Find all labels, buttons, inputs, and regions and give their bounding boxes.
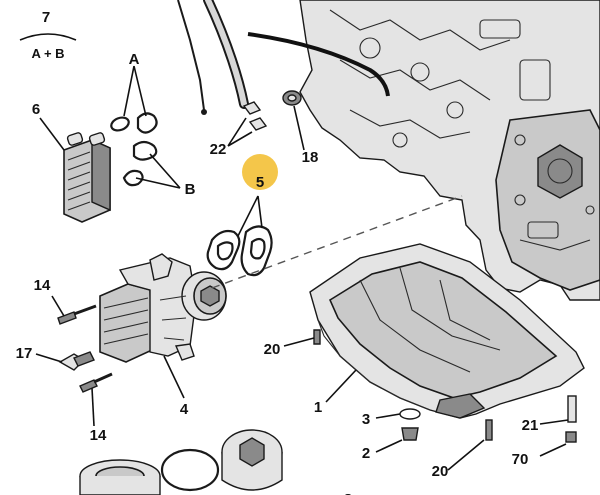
oil-pan <box>309 243 585 419</box>
filter-o-ring <box>160 448 220 492</box>
kit-formula-label: A + B <box>31 46 64 61</box>
pan-bolt-right-label: 70 <box>512 451 529 468</box>
highlighted-part-label: 5 <box>256 174 264 191</box>
oil-filter-cartridge <box>79 459 161 495</box>
plug-top-label: 18 <box>302 149 319 166</box>
washer-label: 3 <box>362 411 370 428</box>
alignment-line <box>211 195 463 289</box>
bottom-partial-label: 8 <box>344 491 352 495</box>
pan-bolt-left-label: 20 <box>264 341 281 358</box>
filter-gaskets <box>206 225 273 277</box>
seal-set <box>110 112 158 187</box>
drain-plug-label: 2 <box>362 445 370 462</box>
dipstick-clips <box>242 101 268 131</box>
pressure-sensor <box>58 351 95 371</box>
oil-filter-housing <box>99 253 227 363</box>
oil-cooler <box>63 132 111 223</box>
dipstick-tube <box>177 0 390 115</box>
top-plug <box>282 90 302 106</box>
sensor-label: 17 <box>16 345 33 362</box>
seal-b-label: B <box>185 181 196 198</box>
seal-a-label: A <box>129 51 140 68</box>
housing-bolts <box>57 304 113 393</box>
oil-pan-label: 1 <box>314 399 322 416</box>
bolt-lower-label: 14 <box>90 427 107 444</box>
filter-housing-label: 4 <box>180 401 189 418</box>
filter-cap <box>221 429 283 491</box>
leader-lines <box>19 33 569 471</box>
kit-number-label: 7 <box>42 9 50 26</box>
stud-label: 21 <box>522 417 539 434</box>
dipstick-clips-label: 22 <box>210 141 227 158</box>
oil-cooler-label: 6 <box>32 101 40 118</box>
pan-bolt-bottom-label: 20 <box>432 463 449 480</box>
bolt-upper-label: 14 <box>34 277 51 294</box>
highlight-badge <box>242 154 278 190</box>
